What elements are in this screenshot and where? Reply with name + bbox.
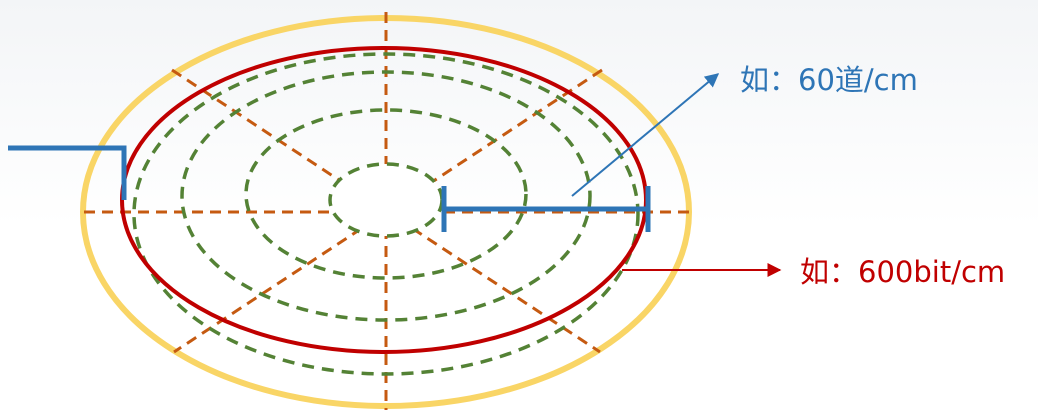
inner-track-2 (244, 108, 528, 280)
inner-track-4 (132, 52, 640, 376)
inner-track-3 (180, 70, 592, 322)
inner-track-1 (328, 162, 444, 238)
track-density-label: 如：60道/cm (740, 63, 918, 97)
head-arm (8, 145, 127, 200)
bit-density-label: 如：600bit/cm (800, 255, 1006, 289)
track-density-arrow (571, 73, 720, 197)
track-span-bar (441, 186, 651, 232)
